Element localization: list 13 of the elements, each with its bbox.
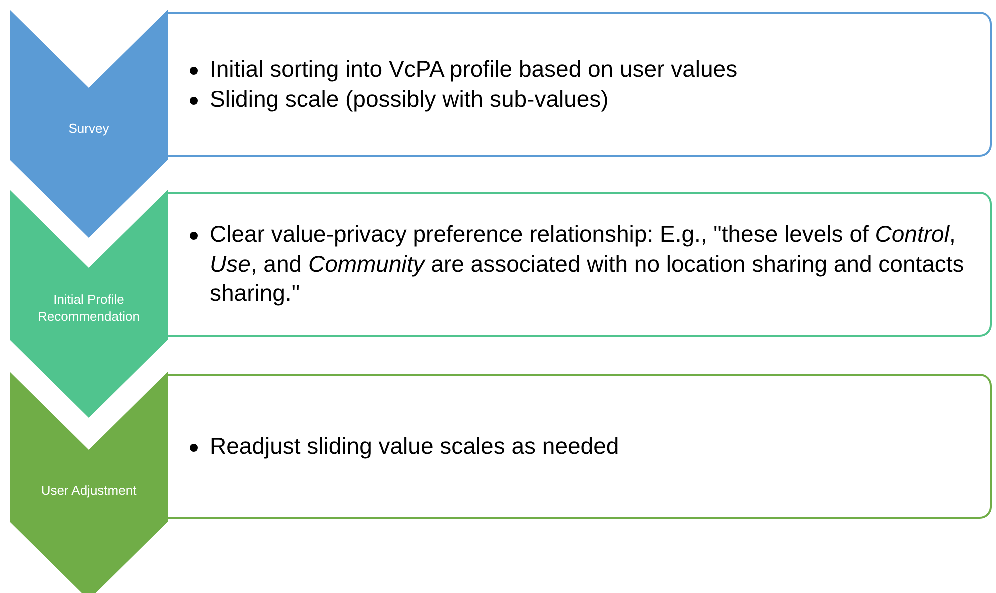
bullet-text: Initial sorting into VcPA profile based on user values	[188, 54, 980, 84]
bullet-text: Readjust sliding value scales as needed	[188, 432, 980, 462]
content-box	[168, 374, 992, 519]
content-box	[168, 192, 992, 337]
step-label: Initial Profile Recommendation	[37, 291, 141, 326]
content-box	[168, 12, 992, 157]
chevron-shape	[10, 372, 168, 593]
step-label: Survey	[68, 120, 110, 138]
bullet-text: Clear value-privacy preference relationship: E.g., "these levels of Control, Use, and Community are associated with no location sharing and contacts sharing."	[188, 220, 980, 310]
step-label: User Adjustment	[40, 482, 138, 500]
chevron-shape	[10, 10, 168, 238]
bullet-text: Sliding scale (possibly with sub-values)	[188, 84, 980, 114]
chevron-shape	[10, 190, 168, 418]
